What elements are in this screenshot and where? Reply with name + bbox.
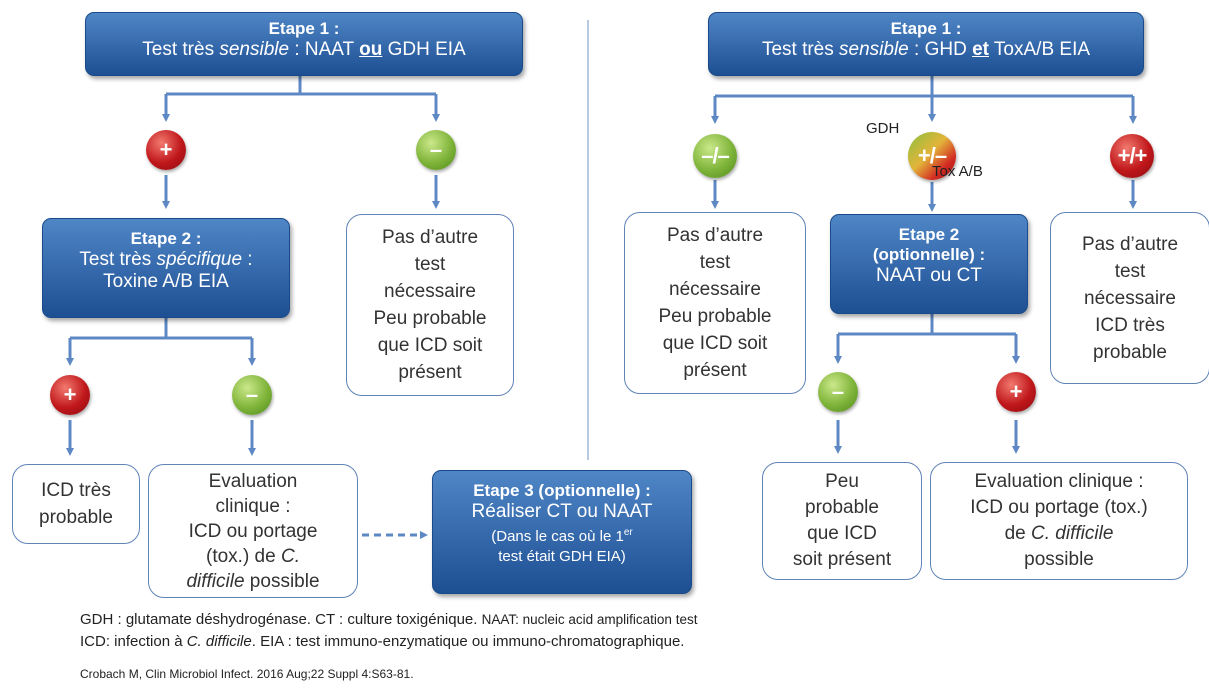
footer-line1: GDH : glutamate déshydrogénase. CT : cul… bbox=[80, 611, 698, 628]
left-step3-box: Etape 3 (optionnelle) : Réaliser CT ou N… bbox=[432, 470, 692, 594]
minus-icon: – bbox=[429, 137, 443, 162]
plus-icon: + bbox=[159, 137, 173, 162]
right-step1-text: Test très sensible : GHD et ToxA/B EIA bbox=[761, 39, 1091, 60]
right-step1-title: Etape 1 : bbox=[890, 19, 962, 38]
left-step2-title: Etape 2 : bbox=[130, 229, 202, 248]
text-line: Pas d’autre bbox=[381, 227, 479, 248]
left-step1-box: Etape 1 : Test très sensible : NAAT ou G… bbox=[85, 12, 523, 76]
text-line: clinique : bbox=[215, 495, 291, 517]
text-line: test bbox=[1114, 260, 1146, 282]
left-step3-line2: (Dans le cas où le 1er bbox=[491, 527, 633, 545]
text-line: Pas d’autre bbox=[1081, 233, 1179, 255]
left-step1-text: Test très sensible : NAAT ou GDH EIA bbox=[142, 39, 466, 60]
right-step2-title: Etape 2 bbox=[898, 225, 960, 244]
right-step2-positive-circle: + bbox=[996, 372, 1036, 412]
text-line: que ICD bbox=[807, 523, 877, 544]
text-line: nécessaire bbox=[669, 279, 761, 300]
footer-line2: ICD: infection à C. difficile. EIA : tes… bbox=[80, 633, 685, 650]
text-line: nécessaire bbox=[384, 281, 476, 302]
text-line: Peu probable bbox=[373, 308, 487, 329]
right-no-test-box: Pas d’autre test nécessaire Peu probable… bbox=[624, 212, 806, 394]
right-clinical-eval-box: Evaluation clinique : ICD ou portage (to… bbox=[930, 462, 1188, 580]
left-step2-line2: Toxine A/B EIA bbox=[103, 271, 229, 292]
left-step3-line1: Réaliser CT ou NAAT bbox=[471, 501, 653, 522]
text-line: test bbox=[699, 252, 731, 273]
text-line: soit présent bbox=[792, 549, 892, 570]
left-step2-negative-circle: – bbox=[232, 375, 272, 415]
text-line: que ICD soit bbox=[377, 335, 483, 356]
text-line: possible bbox=[1024, 549, 1094, 570]
citation: Crobach M, Clin Microbiol Infect. 2016 A… bbox=[80, 667, 414, 681]
text-line: (tox.) de C. bbox=[206, 545, 300, 567]
right-unlikely-box: Peu probable que ICD soit présent bbox=[762, 462, 922, 580]
minus-icon: – bbox=[831, 379, 845, 404]
plus-plus-icon: +/+ bbox=[1117, 143, 1148, 168]
text-line: difficile possible bbox=[186, 570, 320, 592]
left-icd-probable-box: ICD très probable bbox=[12, 464, 140, 544]
left-step2-box: Etape 2 : Test très spécifique : Toxine … bbox=[42, 218, 290, 318]
right-neg-neg-circle: –/– bbox=[693, 134, 737, 178]
left-no-test-box: Pas d’autre test nécessaire Peu probable… bbox=[346, 214, 514, 396]
left-negative-circle: – bbox=[416, 130, 456, 170]
text-line: ICD très bbox=[1095, 314, 1165, 336]
text-line: que ICD soit bbox=[662, 333, 768, 354]
right-pos-neg-circle: +/– bbox=[908, 132, 956, 180]
text-line: Evaluation clinique : bbox=[974, 471, 1144, 492]
left-clinical-eval-box: Evaluation clinique : ICD ou portage (to… bbox=[148, 464, 358, 598]
text-line: probable bbox=[805, 497, 879, 518]
plus-icon: + bbox=[1009, 379, 1023, 404]
tox-ab-label: Tox A/B bbox=[932, 163, 983, 180]
text-line: Peu probable bbox=[658, 306, 772, 327]
text-line: probable bbox=[1093, 341, 1167, 363]
plus-minus-icon: +/– bbox=[917, 143, 947, 168]
text-line: test bbox=[414, 254, 446, 275]
right-step2-line3: NAAT ou CT bbox=[876, 265, 982, 286]
left-step3-title: Etape 3 (optionnelle) : bbox=[473, 481, 651, 500]
text-line: présent bbox=[398, 362, 462, 383]
minus-minus-icon: –/– bbox=[701, 143, 730, 168]
plus-icon: + bbox=[63, 382, 77, 407]
left-step1-title: Etape 1 : bbox=[268, 19, 340, 38]
right-step2-box: Etape 2 (optionnelle) : NAAT ou CT bbox=[830, 214, 1028, 314]
left-step3-line3: test était GDH EIA) bbox=[498, 548, 626, 565]
right-step2-negative-circle: – bbox=[818, 372, 858, 412]
text-line: ICD ou portage (tox.) bbox=[970, 497, 1148, 518]
minus-icon: – bbox=[245, 382, 259, 407]
right-pos-pos-circle: +/+ bbox=[1110, 134, 1154, 178]
text-line: ICD ou portage bbox=[188, 520, 318, 542]
right-step2-optional: (optionnelle) : bbox=[872, 245, 986, 264]
text-line: Peu bbox=[825, 471, 859, 492]
text-line: nécessaire bbox=[1084, 287, 1176, 309]
gdh-label: GDH bbox=[866, 120, 900, 137]
left-positive-circle: + bbox=[146, 130, 186, 170]
left-step2-line1: Test très spécifique : bbox=[79, 249, 253, 270]
text-line: de C. difficile bbox=[1004, 523, 1114, 544]
text-line: présent bbox=[683, 360, 747, 381]
text-line: probable bbox=[39, 507, 113, 528]
right-step1-box: Etape 1 : Test très sensible : GHD et To… bbox=[708, 12, 1144, 76]
text-line: Evaluation bbox=[208, 470, 298, 492]
text-line: ICD très bbox=[41, 480, 111, 501]
left-step2-positive-circle: + bbox=[50, 375, 90, 415]
right-icd-probable-box: Pas d’autre test nécessaire ICD très pro… bbox=[1050, 212, 1209, 384]
text-line: Pas d’autre bbox=[666, 225, 764, 246]
